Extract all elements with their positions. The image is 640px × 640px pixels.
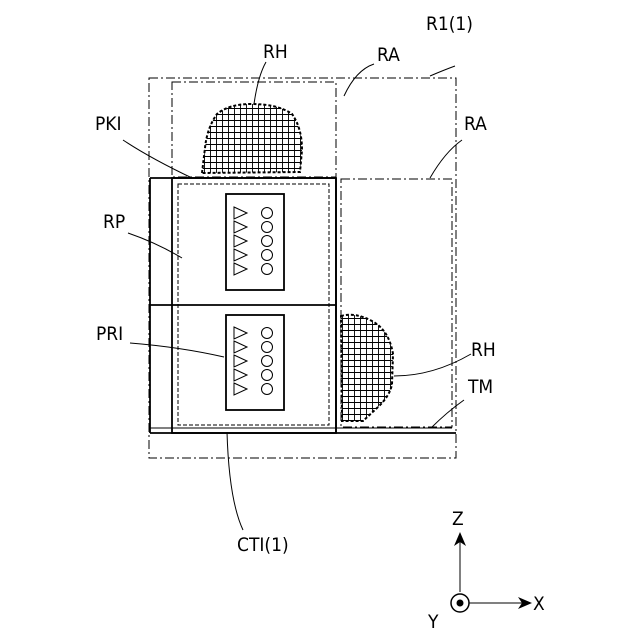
- heat-region-right: [341, 315, 393, 421]
- leader-rp: [128, 233, 182, 258]
- leader-pki: [123, 140, 192, 178]
- axis-indicator: Z X Y: [427, 508, 545, 633]
- leader-pri: [130, 343, 224, 357]
- label-pki: PKI: [95, 113, 122, 135]
- leader-ra-right: [430, 140, 462, 178]
- heat-region-top: [202, 104, 302, 173]
- axis-label-z: Z: [452, 508, 464, 530]
- label-rp: RP: [103, 211, 125, 233]
- leader-rh-right: [394, 354, 471, 376]
- label-rh-top: RH: [263, 41, 288, 63]
- chip-lower: [226, 315, 284, 410]
- label-cti: CTI(1): [237, 534, 289, 556]
- y-axis-symbol-dot: [457, 600, 464, 607]
- label-ra-top: RA: [377, 44, 400, 66]
- outer-region-r1: [149, 78, 456, 458]
- label-tm: TM: [467, 376, 493, 398]
- chip-upper: [226, 194, 284, 290]
- axis-label-y: Y: [427, 611, 439, 633]
- leader-rh-top: [254, 62, 266, 104]
- label-rh-right: RH: [471, 339, 496, 361]
- label-r1: R1(1): [426, 13, 473, 35]
- leader-tm: [431, 400, 464, 428]
- axis-label-x: X: [533, 593, 545, 615]
- leader-ra-top: [344, 64, 374, 96]
- leader-cti: [227, 432, 243, 530]
- leader-r1: [430, 66, 455, 76]
- label-ra-right: RA: [464, 113, 487, 135]
- label-pri: PRI: [96, 323, 123, 345]
